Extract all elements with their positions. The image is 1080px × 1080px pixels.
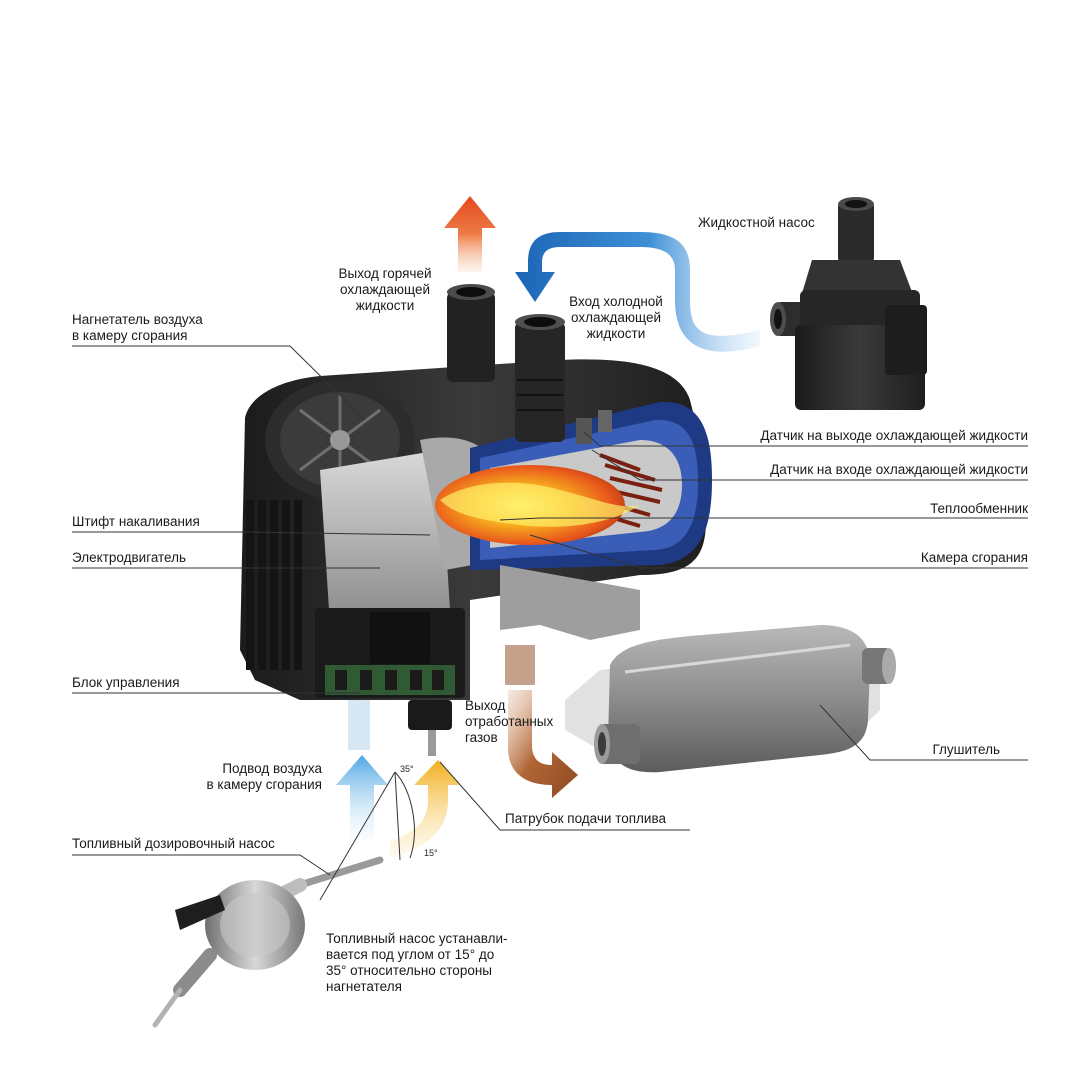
liquid-pump <box>770 197 927 410</box>
heater-unit <box>240 284 712 756</box>
label-glow-pin: Штифт накаливания <box>72 514 200 529</box>
installation-note: Топливный насос устанавли-вается под угл… <box>326 931 508 994</box>
cold-inlet-arrow <box>515 232 760 352</box>
label-muffler: Глушитель <box>932 742 1000 757</box>
label-combustion-chamber: Камера сгорания <box>920 550 1028 565</box>
label-control-unit: Блок управления <box>72 675 180 690</box>
label-angle-35: 35° <box>400 764 414 774</box>
label-fuel-pipe: Патрубок подачи топлива <box>505 811 666 826</box>
hot-outlet-arrow <box>444 196 496 272</box>
exhaust-arrow <box>508 690 578 798</box>
label-outlet-sensor: Датчик на выходе охлаждающей жидкости <box>760 428 1028 443</box>
label-inlet-sensor: Датчик на входе охлаждающей жидкости <box>770 462 1028 477</box>
label-angle-15: 15° <box>424 848 438 858</box>
pointer-lines <box>72 345 1028 901</box>
fuel-dosing-pump <box>152 856 384 1028</box>
muffler <box>565 625 896 773</box>
label-heat-exchanger: Теплообменник <box>930 501 1028 516</box>
label-motor: Электродвигатель <box>72 550 187 565</box>
air-inlet-arrow <box>336 755 388 840</box>
label-dosing-pump: Топливный дозировочный насос <box>72 836 275 851</box>
fuel-arrow <box>390 760 460 858</box>
label-liquid-pump: Жидкостной насос <box>698 215 815 230</box>
